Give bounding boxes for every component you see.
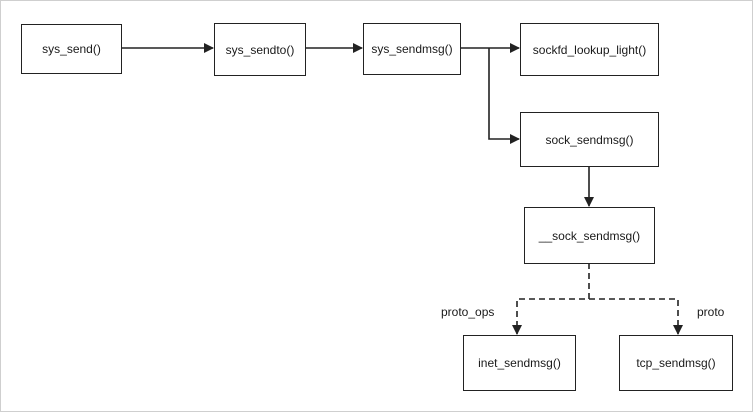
node-sock-sendmsg-internal: __sock_sendmsg() xyxy=(524,207,655,264)
node-sock-sendmsg: sock_sendmsg() xyxy=(520,112,659,167)
edge-sys-sendmsg-to-sock-sendmsg xyxy=(488,48,520,144)
node-sockfd-lookup-light: sockfd_lookup_light() xyxy=(520,23,659,76)
edge-proto-ops-dashed xyxy=(512,263,590,335)
edge-label-proto-ops: proto_ops xyxy=(441,305,495,319)
node-sys-sendto: sys_sendto() xyxy=(214,23,306,76)
node-sys-send: sys_send() xyxy=(21,24,122,74)
edge-proto-dashed xyxy=(589,298,683,335)
node-sys-sendmsg: sys_sendmsg() xyxy=(363,23,461,75)
node-tcp-sendmsg: tcp_sendmsg() xyxy=(619,335,733,391)
node-inet-sendmsg: inet_sendmsg() xyxy=(463,335,576,391)
edge-label-proto: proto xyxy=(697,305,725,319)
